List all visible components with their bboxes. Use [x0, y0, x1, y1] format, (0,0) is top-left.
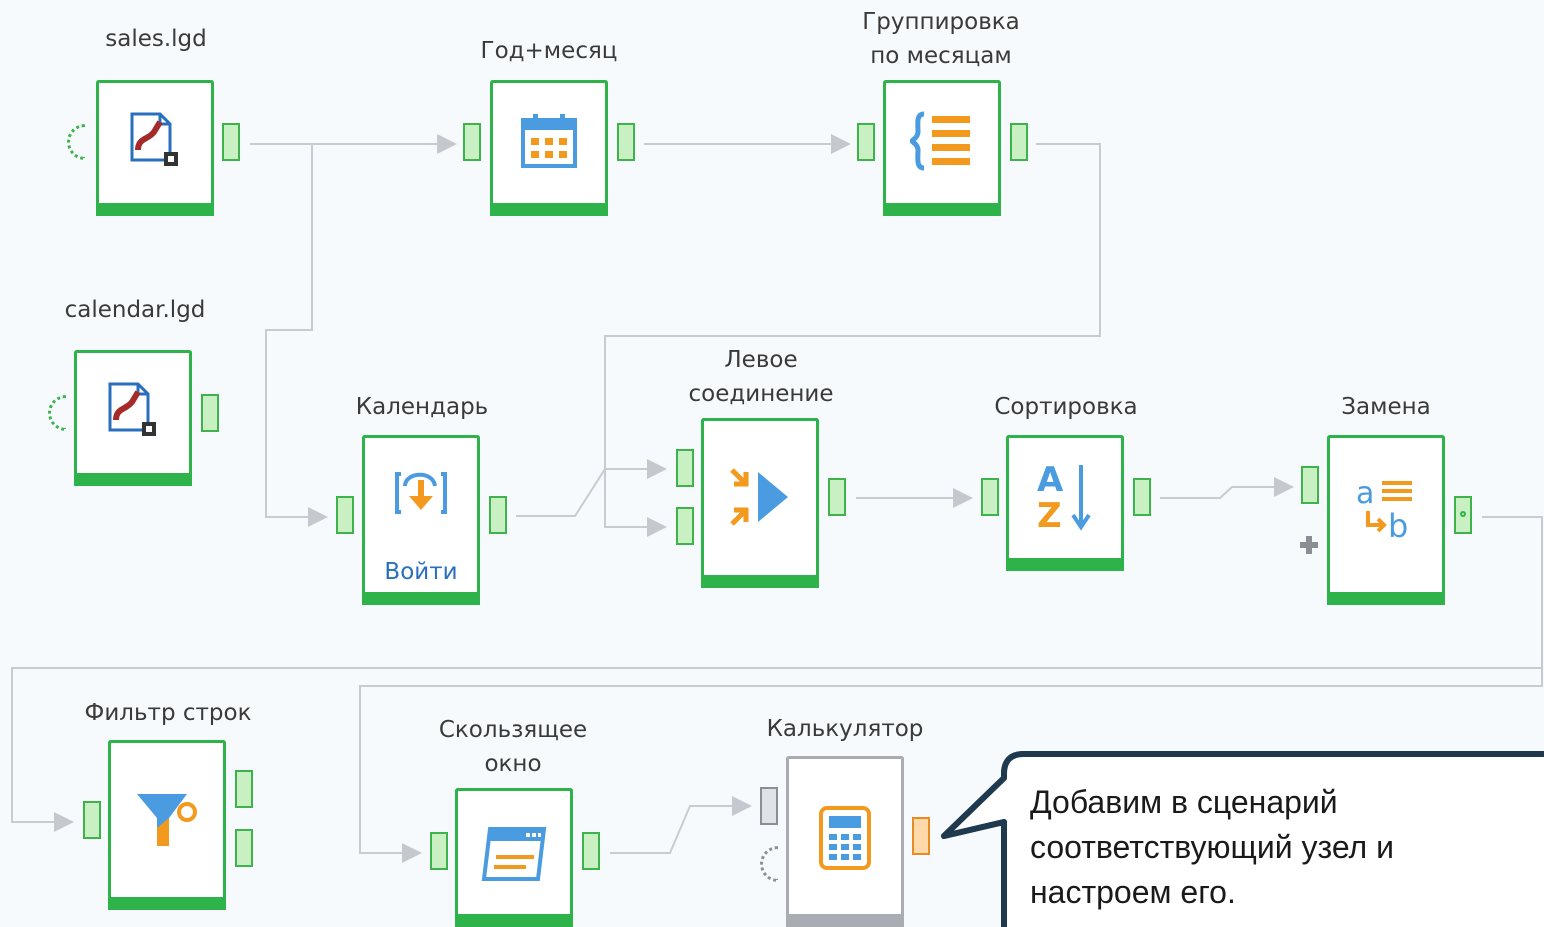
calendar-icon: [519, 112, 579, 174]
node-left-join[interactable]: [701, 418, 819, 588]
output-port-group-month[interactable]: [1010, 123, 1028, 161]
svg-text:b: b: [1388, 507, 1408, 541]
node-calculator[interactable]: [786, 756, 904, 927]
node-label-sliding-window: Скользящее окно: [438, 717, 588, 777]
callout-text: Добавим в сценарий соответствующий узел …: [1030, 784, 1394, 910]
output-port-left-join[interactable]: [828, 478, 846, 516]
node-row-filter[interactable]: [108, 740, 226, 910]
output-port-row-filter-2[interactable]: [235, 829, 253, 867]
node-label-calendar-file: calendar.lgd: [64, 297, 206, 323]
file-import-icon: [124, 110, 186, 176]
output-port-sort[interactable]: [1133, 478, 1151, 516]
calculator-icon: [817, 805, 873, 874]
output-port-sliding-window[interactable]: [582, 832, 600, 870]
node-calendar[interactable]: Войти: [362, 435, 480, 605]
sort-az-icon: A Z: [1033, 460, 1097, 536]
input-port-replace-empty[interactable]: [1301, 466, 1319, 504]
input-port-sliding-window[interactable]: [430, 832, 448, 870]
input-port-group-month[interactable]: [857, 123, 875, 161]
node-replace-empty[interactable]: a b: [1327, 435, 1445, 605]
output-port-calendar[interactable]: [489, 496, 507, 534]
wire-sort-replace: [1160, 477, 1294, 499]
output-port-calendar-file[interactable]: [201, 394, 219, 432]
input-port-left-join-1[interactable]: [676, 449, 694, 487]
svg-text:a: a: [1356, 476, 1374, 511]
wire-filter-window: [359, 668, 1543, 863]
node-label-calendar: Календарь: [355, 394, 489, 420]
replace-icon: a b: [1354, 475, 1418, 545]
node-label-calculator: Калькулятор: [766, 716, 924, 742]
add-port-icon[interactable]: [1300, 536, 1318, 554]
output-port-replace-empty[interactable]: [1454, 496, 1472, 534]
node-group-month[interactable]: [883, 80, 1001, 216]
wire-window-calc: [610, 796, 752, 854]
node-sliding-window[interactable]: [455, 788, 573, 927]
output-port-year-month[interactable]: [617, 123, 635, 161]
window-icon: [480, 825, 548, 887]
input-port-left-join-2[interactable]: [676, 507, 694, 545]
input-port-calendar[interactable]: [336, 496, 354, 534]
input-port-year-month[interactable]: [463, 123, 481, 161]
output-port-row-filter-1[interactable]: [235, 770, 253, 808]
input-port-sort[interactable]: [981, 478, 999, 516]
node-sort[interactable]: A Z: [1006, 435, 1124, 571]
wire-replace-filter: [11, 516, 1543, 832]
output-port-sales[interactable]: [222, 123, 240, 161]
wire-sales-calendar: [265, 144, 328, 527]
svg-text:A: A: [1037, 461, 1064, 500]
node-sales-lgd[interactable]: [96, 80, 214, 216]
group-braces-icon: [909, 110, 974, 176]
enter-icon: [389, 464, 453, 526]
funnel-icon: [135, 788, 199, 854]
node-label-left-join: Левое соединение: [688, 347, 834, 407]
node-year-month[interactable]: [490, 80, 608, 216]
node-label-sort: Сортировка: [994, 394, 1138, 420]
input-port-calculator[interactable]: [760, 787, 778, 825]
wire-group-join: [604, 143, 1101, 537]
output-port-calculator[interactable]: [912, 817, 930, 855]
node-label-group-month: Группировка по месяцам: [862, 9, 1020, 69]
node-calendar-lgd[interactable]: [74, 350, 192, 486]
input-port-row-filter[interactable]: [83, 801, 101, 839]
svg-text:Z: Z: [1037, 496, 1062, 531]
file-import-icon: [102, 380, 164, 446]
node-label-row-filter: Фильтр строк: [84, 700, 252, 726]
port-status-dot: [1460, 511, 1466, 517]
join-icon: [728, 466, 792, 532]
calendar-enter-caption[interactable]: Войти: [384, 559, 458, 585]
wire-calendar-join: [516, 459, 667, 517]
node-label-year-month: Год+месяц: [480, 38, 618, 64]
node-label-sales: sales.lgd: [105, 26, 207, 52]
